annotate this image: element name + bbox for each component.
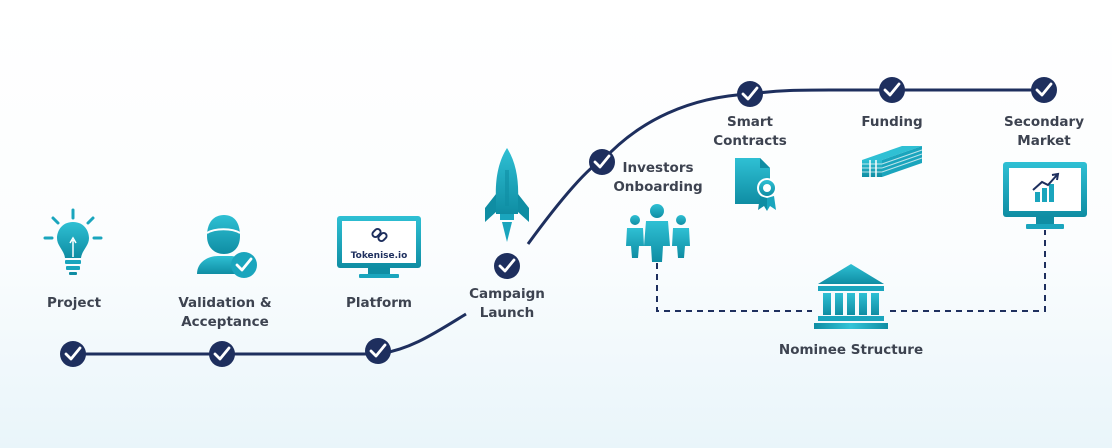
stage-label-line: Investors — [622, 160, 694, 176]
stage-label-campaign: Campaign Launch — [462, 285, 552, 323]
timeline-curve — [526, 88, 1045, 245]
stage-label-line: Project — [46, 295, 102, 311]
nominee-label-text: Nominee Structure — [778, 342, 924, 358]
stage-label-funding: Funding — [852, 113, 932, 132]
stage-label-validation: Validation & Acceptance — [172, 294, 278, 332]
stage-label-investors: Investors Onboarding — [608, 159, 708, 197]
rocket-icon — [485, 148, 529, 242]
lightbulb-icon — [43, 208, 103, 275]
certificate-document-icon — [735, 158, 777, 211]
nominee-connector-left — [656, 263, 812, 312]
user-check-icon — [197, 215, 257, 278]
nominee-connector-right — [890, 230, 1046, 312]
stage-label-line: Contracts — [713, 133, 787, 149]
stage-label-line: Secondary — [1004, 114, 1084, 130]
stage-label-line: Smart — [726, 114, 773, 130]
check-icon — [60, 341, 86, 367]
money-stack-icon — [862, 146, 923, 177]
check-icon — [209, 341, 235, 367]
stage-label-line: Market — [1017, 133, 1071, 149]
check-icon — [879, 77, 905, 103]
check-icon — [365, 338, 391, 364]
stage-label-line: Onboarding — [613, 179, 703, 195]
stage-label-line: Campaign — [469, 286, 545, 302]
stage-label-line: Validation & — [178, 295, 272, 311]
bank-building-icon — [814, 264, 888, 329]
stage-label-line: Platform — [346, 295, 412, 311]
nominee-structure-label: Nominee Structure — [771, 341, 931, 360]
stage-label-secondary-market: Secondary Market — [999, 113, 1089, 151]
check-icon — [494, 253, 520, 279]
stage-label-line: Launch — [479, 305, 535, 321]
check-icon — [589, 149, 615, 175]
chart-monitor-icon — [1003, 162, 1087, 229]
investors-group-icon — [626, 204, 690, 262]
stage-label-platform: Platform — [334, 294, 424, 313]
check-icon — [737, 81, 763, 107]
stage-label-line: Acceptance — [181, 314, 269, 330]
stage-label-project: Project — [39, 294, 109, 313]
check-icon — [1031, 77, 1057, 103]
stage-label-line: Funding — [861, 114, 923, 130]
stage-label-smart-contracts: Smart Contracts — [710, 113, 790, 151]
monitor-link-icon — [337, 216, 421, 278]
platform-screen-text: Tokenise.io — [351, 251, 408, 261]
